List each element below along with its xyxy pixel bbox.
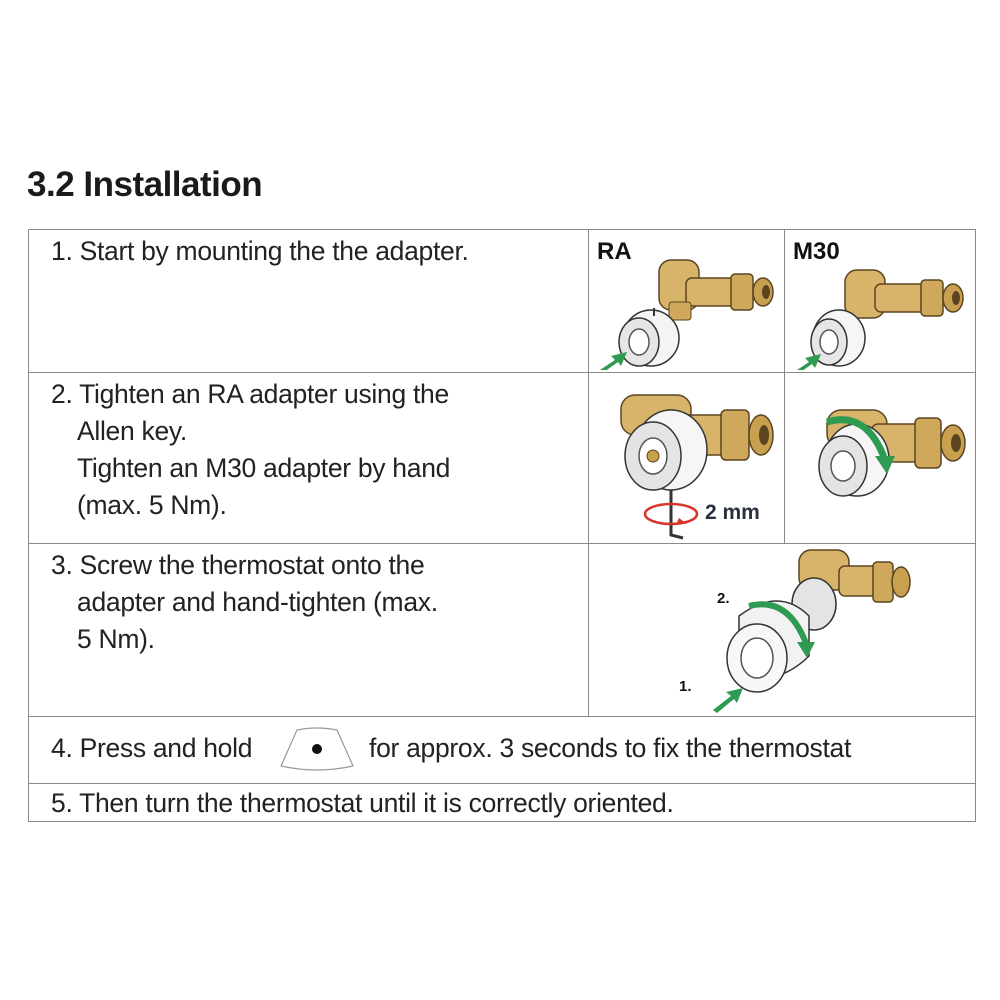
step-line: 2. Tighten an RA adapter using the (51, 379, 449, 409)
step-2-text: 2. Tighten an RA adapter using the Allen… (51, 376, 450, 524)
m30-label: M30 (793, 238, 840, 265)
step-line: 1. Start by mounting the the adapter. (51, 236, 469, 266)
allen-key-size-label: 2 mm (705, 501, 760, 524)
step-line: Tighten an M30 adapter by hand (77, 453, 451, 483)
step-line: (max. 5 Nm). (77, 490, 227, 520)
m30-adapter-mounting-illustration (797, 269, 964, 370)
allen-key-icon (669, 490, 684, 540)
green-arrow-icon (797, 354, 821, 370)
rotation-arrow-icon (748, 601, 810, 648)
step-line: Allen key. (77, 416, 187, 446)
step-line: adapter and hand-tighten (max. (77, 587, 438, 617)
column-divider (784, 230, 785, 544)
green-arrow-icon (600, 352, 627, 370)
thermostat-mounting-illustration (713, 549, 911, 713)
step-4-text-start: 4. Press and hold (51, 733, 253, 763)
step-5-text: 5. Then turn the thermostat until it is … (51, 788, 674, 818)
step-line: 3. Screw the thermostat onto the (51, 550, 425, 580)
row-divider (29, 716, 975, 717)
green-arrow-icon (713, 688, 743, 713)
adapter-ring (810, 309, 866, 367)
row-divider (29, 543, 975, 544)
rotation-arrow-icon (643, 502, 699, 526)
adapter-ring (624, 409, 708, 491)
column-divider (588, 230, 589, 717)
thermostat-button-icon (280, 727, 354, 771)
step-1-text: 1. Start by mounting the the adapter. (51, 233, 469, 270)
step-3-text: 3. Screw the thermostat onto the adapter… (51, 547, 438, 658)
m30-hand-tightening-illustration (818, 409, 966, 497)
thermostat (726, 600, 810, 693)
row-divider (29, 783, 975, 784)
row-divider (29, 372, 975, 373)
step-one-label: 1. (679, 678, 692, 695)
valve-body (658, 259, 774, 321)
ra-label: RA (597, 238, 632, 265)
ra-allen-key-tightening-illustration (620, 394, 774, 540)
step-line: 5 Nm). (77, 624, 155, 654)
valve-body (844, 269, 964, 319)
step-4-text-end: for approx. 3 seconds to fix the thermos… (369, 733, 852, 763)
installation-table: 1. Start by mounting the the adapter. RA… (28, 229, 976, 822)
section-title: 3.2 Installation (27, 165, 263, 204)
step-two-label: 2. (717, 590, 730, 607)
ra-adapter-mounting-illustration (600, 259, 774, 370)
adapter-ring (618, 308, 680, 367)
rotation-arrow-icon (825, 416, 889, 462)
